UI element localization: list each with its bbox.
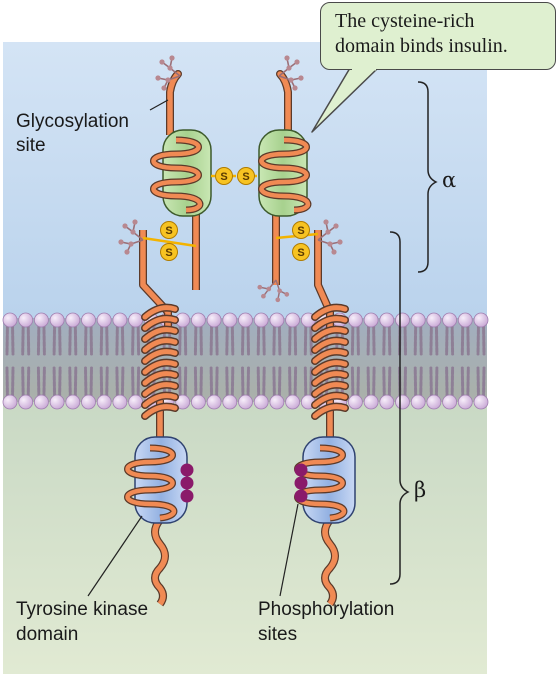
left-receptor-chain [139,70,200,607]
disulfide-s-label: S [165,225,172,237]
phosphorylation-label-line-2: sites [258,624,298,645]
callout-box: The cysteine-rich domain binds insulin. [320,2,556,70]
alpha-subunit-label: α [442,168,457,192]
left-transmembrane-helix [141,303,179,420]
tyrosine-kinase-label-line-1: Tyrosine kinase [16,599,149,620]
phosphate-group-icon [180,463,308,503]
callout-line-1: The cysteine-rich [335,10,475,32]
disulfide-s-label: S [242,171,249,183]
leader-lines [87,99,299,597]
callout-line-2: domain binds insulin. [335,35,508,57]
beta-bracket [389,231,410,585]
right-tyrosine-kinase-domain [294,436,356,524]
left-cysteine-rich-domain [150,129,212,217]
right-cysteine-rich-domain [258,129,312,217]
phosphorylation-label-line-1: Phosphorylation [258,599,395,620]
disulfide-s-label: S [297,247,304,259]
disulfide-bond-icon [142,167,319,261]
glycosylation-label-line-2: site [16,135,46,156]
left-tyrosine-kinase-domain [124,436,188,524]
disulfide-s-label: S [165,247,172,259]
disulfide-s-label: S [220,171,227,183]
cell-membrane [1,311,490,411]
disulfide-s-label: S [297,225,304,237]
glycosylation-label-line-1: Glycosylation [16,111,129,132]
right-transmembrane-helix [311,303,349,420]
tyrosine-kinase-label-line-2: domain [16,624,79,645]
beta-subunit-label: β [414,478,427,502]
alpha-bracket [417,81,438,273]
